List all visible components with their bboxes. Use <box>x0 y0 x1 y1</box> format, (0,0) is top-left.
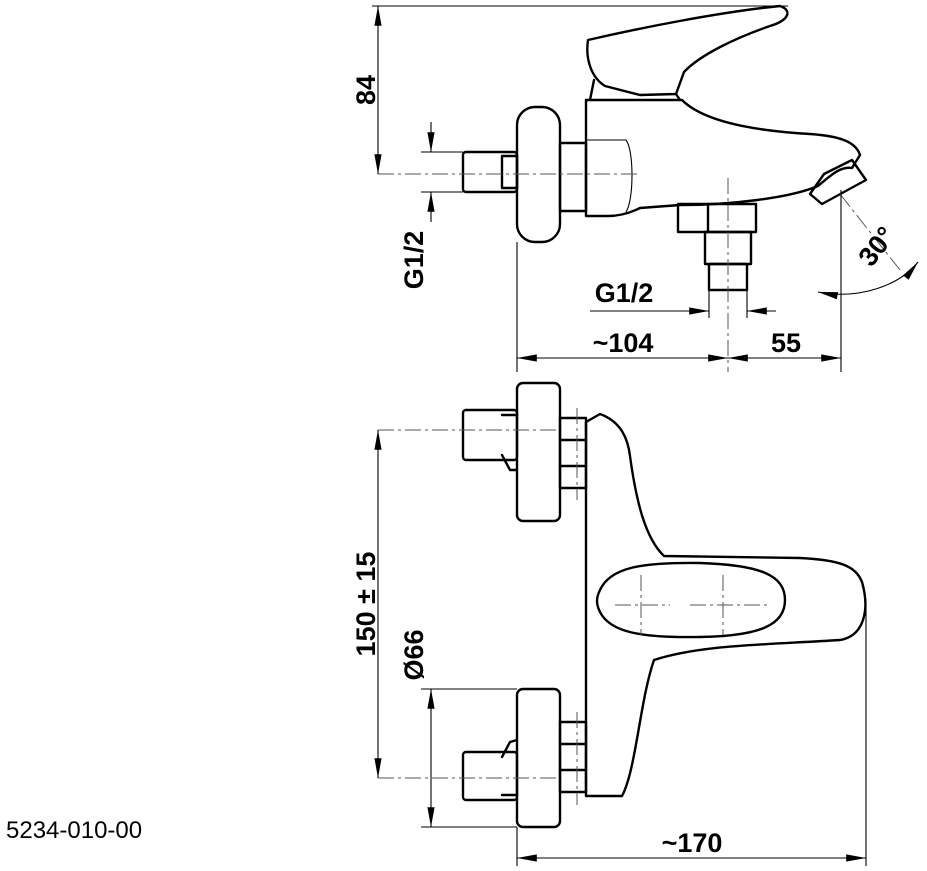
dim-top-height: 84 <box>351 75 381 105</box>
dim-projection: ~104 <box>593 328 654 358</box>
top-upper-connector <box>558 416 588 490</box>
top-upper-flange <box>515 381 562 523</box>
side-spout-centerline <box>839 193 901 271</box>
dim-outlet-thread: G1/2 <box>595 278 654 308</box>
side-inlet-nut <box>461 150 519 194</box>
top-lever <box>595 561 787 639</box>
product-code: 5234-010-00 <box>6 817 142 844</box>
side-view <box>372 4 919 372</box>
top-upper-inlet-nut <box>461 408 519 462</box>
side-lever-handle <box>586 4 789 97</box>
side-connector <box>558 141 588 213</box>
dim-flange-diameter: Ø66 <box>399 629 429 680</box>
dim-spout-offset: 55 <box>771 328 801 358</box>
top-lower-connector <box>558 720 588 794</box>
side-inlet-collar <box>500 154 519 190</box>
top-mixer-body <box>584 412 867 798</box>
dim-inlet-spacing: 150 ± 15 <box>351 552 381 657</box>
dim-overall-length: ~170 <box>662 828 723 858</box>
side-lever-neck <box>588 78 682 102</box>
side-body-seam <box>586 139 633 213</box>
top-lower-flange <box>515 687 562 829</box>
dim-inlet-thread: G1/2 <box>399 231 429 290</box>
side-mixer-body <box>584 98 862 218</box>
top-view <box>374 381 867 866</box>
dim-spout-angle: 30° <box>853 221 902 272</box>
top-lower-inlet-nut <box>461 750 519 802</box>
side-outlet-nut <box>676 202 758 234</box>
side-spout-tip <box>808 158 868 206</box>
